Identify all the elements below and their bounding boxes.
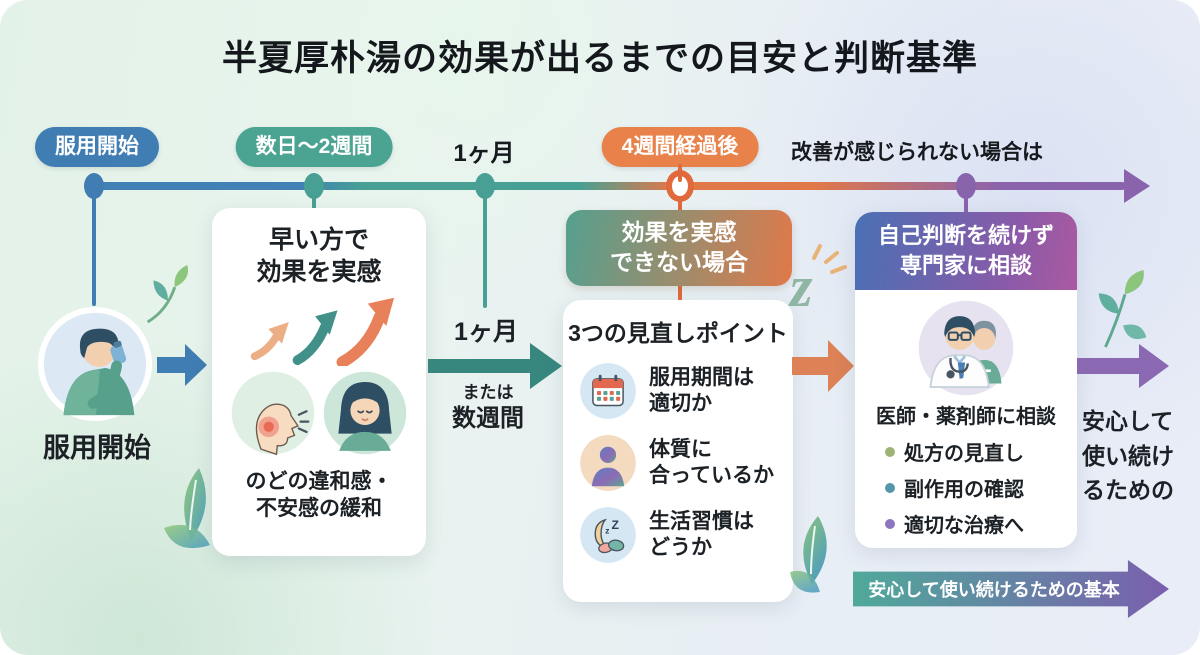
calendar-icon <box>579 362 637 420</box>
card-review-points: 3つの見直しポイント 服用期間は 適切か <box>563 300 793 602</box>
consult-bullet-list: 処方の見直し 副作用の確認 適切な治療へ <box>885 437 1077 538</box>
badge-no-effect-line1: 効果を実感 <box>621 219 737 246</box>
bullet-label: 副作用の確認 <box>904 479 1024 501</box>
timeline-connector <box>92 186 96 306</box>
review-item-line2: どうか <box>649 536 712 559</box>
review-item-line1: 服用期間は <box>649 365 754 389</box>
card-early-title-line1: 早い方で <box>268 226 369 254</box>
svg-text:z: z <box>605 525 610 535</box>
consult-bullet: 副作用の確認 <box>885 473 1077 502</box>
bullet-dot-icon <box>885 446 895 457</box>
card-early-effect: 早い方で 効果を実感 <box>212 208 426 556</box>
rising-arrows-icon <box>212 288 426 366</box>
leaves-decoration-icon <box>162 466 222 566</box>
timeline-milestone-no-improvement: 改善が感じられない場合は <box>791 141 1043 164</box>
badge-consult-line2: 専門家に相談 <box>899 253 1032 278</box>
calm-woman-icon <box>322 370 408 456</box>
timeline-connector <box>678 164 682 182</box>
bullet-label: 処方の見直し <box>904 443 1024 465</box>
flow-arrow-blue-icon <box>157 342 209 388</box>
review-item-line1: 生活習慣は <box>649 509 754 533</box>
drinking-person-icon <box>36 305 154 423</box>
review-item-text: 体質に 合っているか <box>649 437 774 490</box>
outcome-line3: るための <box>1082 477 1174 503</box>
card-early-title-line2: 効果を実感 <box>256 258 382 286</box>
badge-no-effect-line2: できない場合 <box>610 249 748 275</box>
sprout-leaf-icon <box>138 262 196 324</box>
start-label: 服用開始 <box>43 433 151 463</box>
review-item-text: 生活習慣は どうか <box>649 509 754 562</box>
card-early-caption-line2: 不安感の緩和 <box>256 497 382 521</box>
timeline-milestone-weeks: 数日〜2週間 <box>235 127 393 167</box>
timeline-connector <box>678 284 682 302</box>
transition-alt-duration: 数週間 <box>452 405 524 432</box>
review-item-lifestyle: z Z 生活習慣は どうか <box>579 506 793 564</box>
timeline-connector <box>312 186 316 210</box>
doctor-pharmacist-icon <box>855 298 1077 398</box>
timeline-milestone-month: 1ヶ月 <box>453 140 515 167</box>
page-title: 半夏厚朴湯の効果が出るまでの目安と判断基準 <box>221 39 978 78</box>
flow-arrow-orange-icon <box>792 336 856 396</box>
bullet-dot-icon <box>885 518 895 529</box>
bullet-dot-icon <box>885 482 895 493</box>
transition-or: または <box>462 383 514 402</box>
body-type-icon <box>579 434 637 492</box>
review-item-body-type: 体質に 合っているか <box>579 434 793 492</box>
timeline-connector <box>678 198 682 212</box>
badge-no-effect: 効果を実感 できない場合 <box>566 210 792 286</box>
review-item-line2: 合っているか <box>649 464 774 487</box>
timeline-connector <box>483 186 487 308</box>
sleep-z-decoration-icon: z <box>786 236 852 320</box>
bottom-banner-label: 安心して使い続けるための基本 <box>868 580 1120 600</box>
review-item-line1: 体質に <box>649 437 712 461</box>
leaf-decoration-icon <box>784 514 842 606</box>
svg-text:z: z <box>788 254 813 319</box>
plant-growth-icon <box>1084 268 1162 348</box>
sleep-icon: z Z <box>579 506 637 564</box>
card-early-title: 早い方で 効果を実感 <box>212 224 426 288</box>
card-early-caption-line1: のどの違和感・ <box>245 470 393 493</box>
bottom-banner: 安心して使い続けるための基本 <box>853 560 1169 618</box>
review-item-duration: 服用期間は 適切か <box>579 362 793 420</box>
timeline-milestone-4weeks: 4週間経過後 <box>601 127 759 167</box>
flow-arrow-purple-icon <box>1077 342 1171 390</box>
card-review-heading: 3つの見直しポイント <box>568 320 788 346</box>
timeline-line <box>94 182 1126 190</box>
bullet-label: 適切な治療へ <box>904 515 1024 537</box>
transition-duration: 1ヶ月 <box>454 318 518 346</box>
outcome-text: 安心して 使い続け るための <box>1082 404 1174 508</box>
timeline-milestone-start: 服用開始 <box>35 127 159 167</box>
timeline-connector <box>964 186 968 214</box>
consult-heading: 医師・薬剤師に相談 <box>876 406 1056 428</box>
consult-bullet: 適切な治療へ <box>885 509 1077 538</box>
badge-consult-line1: 自己判断を続けず <box>877 223 1054 249</box>
card-early-caption: のどの違和感・ 不安感の緩和 <box>212 468 426 523</box>
timeline-arrowhead-icon <box>1124 169 1150 203</box>
outcome-line1: 安心して <box>1082 408 1174 434</box>
review-item-text: 服用期間は 適切か <box>649 365 754 418</box>
consult-bullet: 処方の見直し <box>885 437 1077 466</box>
throat-discomfort-icon <box>230 370 316 456</box>
outcome-line2: 使い続け <box>1082 442 1174 469</box>
svg-text:Z: Z <box>611 518 619 532</box>
card-consult: 自己判断を続けず 専門家に相談 <box>855 212 1077 548</box>
review-item-line2: 適切か <box>649 392 712 415</box>
flow-arrow-teal-icon <box>428 340 564 392</box>
badge-consult-expert: 自己判断を続けず 専門家に相談 <box>855 212 1077 290</box>
